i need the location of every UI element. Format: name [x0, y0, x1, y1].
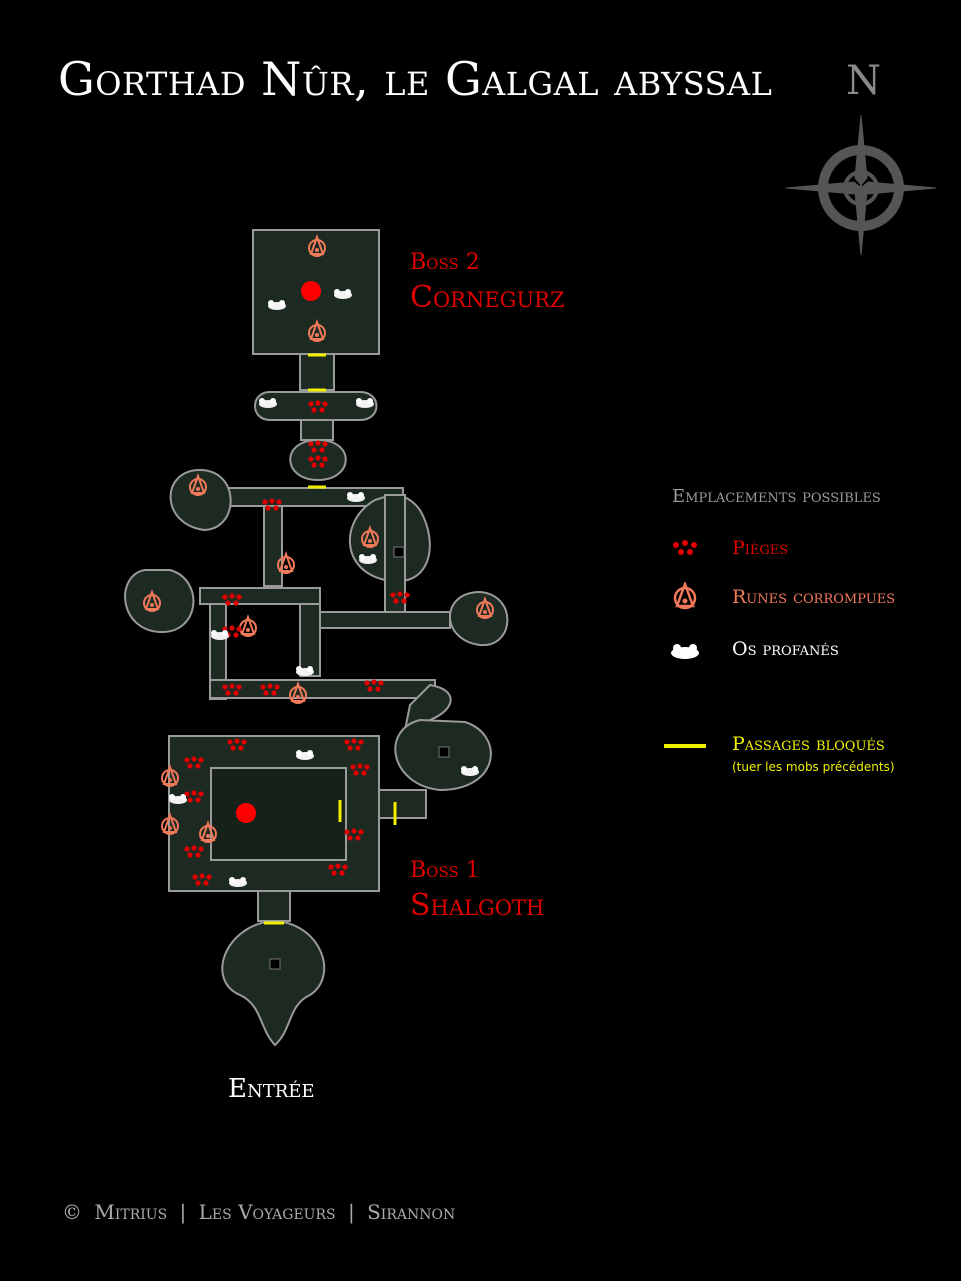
entrance-cave — [221, 919, 326, 1047]
credit-les-voyageurs: Les Voyageurs — [198, 1200, 336, 1224]
boss2-name: Cornegurz — [410, 280, 565, 315]
traps-icon — [673, 540, 697, 555]
boss2-marker — [301, 281, 321, 301]
compass-rose-icon — [785, 114, 937, 256]
footer-credits: © Mitrius | Les Voyageurs | Sirannon — [62, 1200, 461, 1224]
boss1-name: Shalgoth — [410, 888, 545, 923]
separator: | — [179, 1200, 187, 1224]
legend-bones-label: Os profanés — [732, 638, 839, 660]
credit-sirannon: Sirannon — [367, 1200, 456, 1224]
blocked-passage-icon — [664, 744, 706, 748]
legend-blocked-sub: (tuer les mobs précédents) — [732, 760, 895, 774]
separator: | — [347, 1200, 355, 1224]
north-label: N — [846, 58, 881, 104]
corrupted-rune-icon — [673, 582, 697, 610]
boss1-number: Boss 1 — [410, 858, 480, 883]
legend-blocked-label: Passages bloqués — [732, 733, 885, 755]
blocked-passages — [264, 353, 397, 925]
legend-runes-label: Runes corrompues — [732, 586, 896, 608]
credit-mitrius: Mitrius — [94, 1200, 168, 1224]
boss1-marker — [236, 803, 256, 823]
map-floor — [124, 229, 509, 1047]
map-title: Gorthad Nûr, le Galgal abyssal — [58, 52, 773, 106]
desecrated-bones-icon — [671, 644, 699, 659]
boss2-number: Boss 2 — [410, 250, 480, 275]
copyright-symbol: © — [62, 1200, 82, 1224]
entrance-label: Entrée — [228, 1074, 315, 1104]
legend-title: Emplacements possibles — [672, 486, 881, 507]
legend-traps-label: Pièges — [732, 537, 789, 559]
